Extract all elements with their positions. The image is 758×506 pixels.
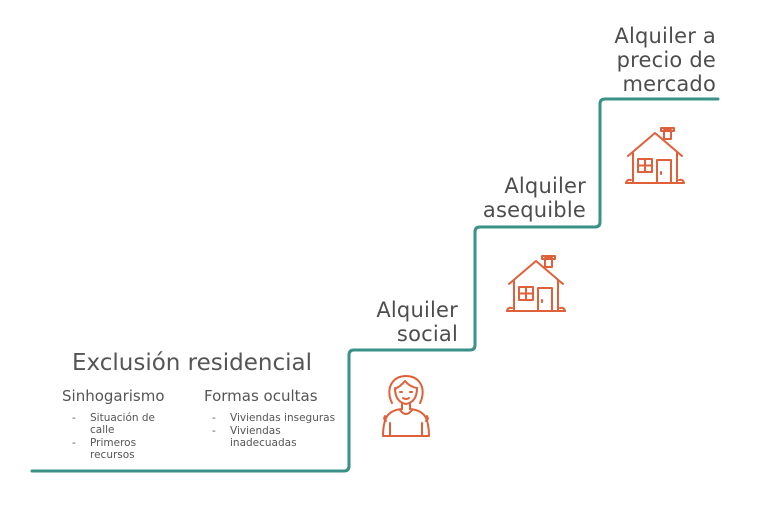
list-item-line: Situación de xyxy=(90,412,156,424)
step-label-line: mercado xyxy=(622,72,716,96)
list-item: - Situación de calle xyxy=(72,412,155,436)
bullet-dash: - xyxy=(212,412,216,424)
column-heading-sinhogarismo: Sinhogarismo xyxy=(62,387,165,405)
list-item: - Primeros recursos xyxy=(72,437,155,461)
person-icon xyxy=(382,375,430,437)
step-label-social: Alquiler social xyxy=(376,298,458,346)
step-label-line: asequible xyxy=(482,198,586,222)
list-item: - Viviendas inseguras xyxy=(212,412,335,424)
list-sinhogarismo: - Situación de calle - Primeros recursos xyxy=(72,412,155,462)
step-label-line: Alquiler xyxy=(376,298,458,322)
house-icon xyxy=(506,255,566,312)
list-item-line: recursos xyxy=(90,449,135,461)
bullet-dash: - xyxy=(72,412,76,424)
step-label-line: Alquiler a xyxy=(614,24,716,48)
list-item-line: calle xyxy=(90,424,115,436)
bullet-dash: - xyxy=(72,437,76,449)
step-label-market: Alquiler a precio de mercado xyxy=(614,24,716,96)
step-label-line: precio de xyxy=(616,48,716,72)
column-heading-formas-ocultas: Formas ocultas xyxy=(204,387,318,405)
step-label-affordable: Alquiler asequible xyxy=(483,174,586,222)
house-icon xyxy=(625,127,685,184)
list-item-line: Primeros xyxy=(90,437,137,449)
exclusion-title: Exclusión residencial xyxy=(72,350,313,376)
step-label-line: social xyxy=(396,322,458,346)
list-item-line: Viviendas inseguras xyxy=(230,412,336,424)
bullet-dash: - xyxy=(212,425,216,437)
list-item-line: inadecuadas xyxy=(230,437,297,449)
list-item-line: Viviendas xyxy=(230,425,281,437)
list-formas-ocultas: - Viviendas inseguras - Viviendas inadec… xyxy=(212,412,335,450)
list-item: - Viviendas inadecuadas xyxy=(212,425,335,449)
step-label-line: Alquiler xyxy=(504,174,586,198)
